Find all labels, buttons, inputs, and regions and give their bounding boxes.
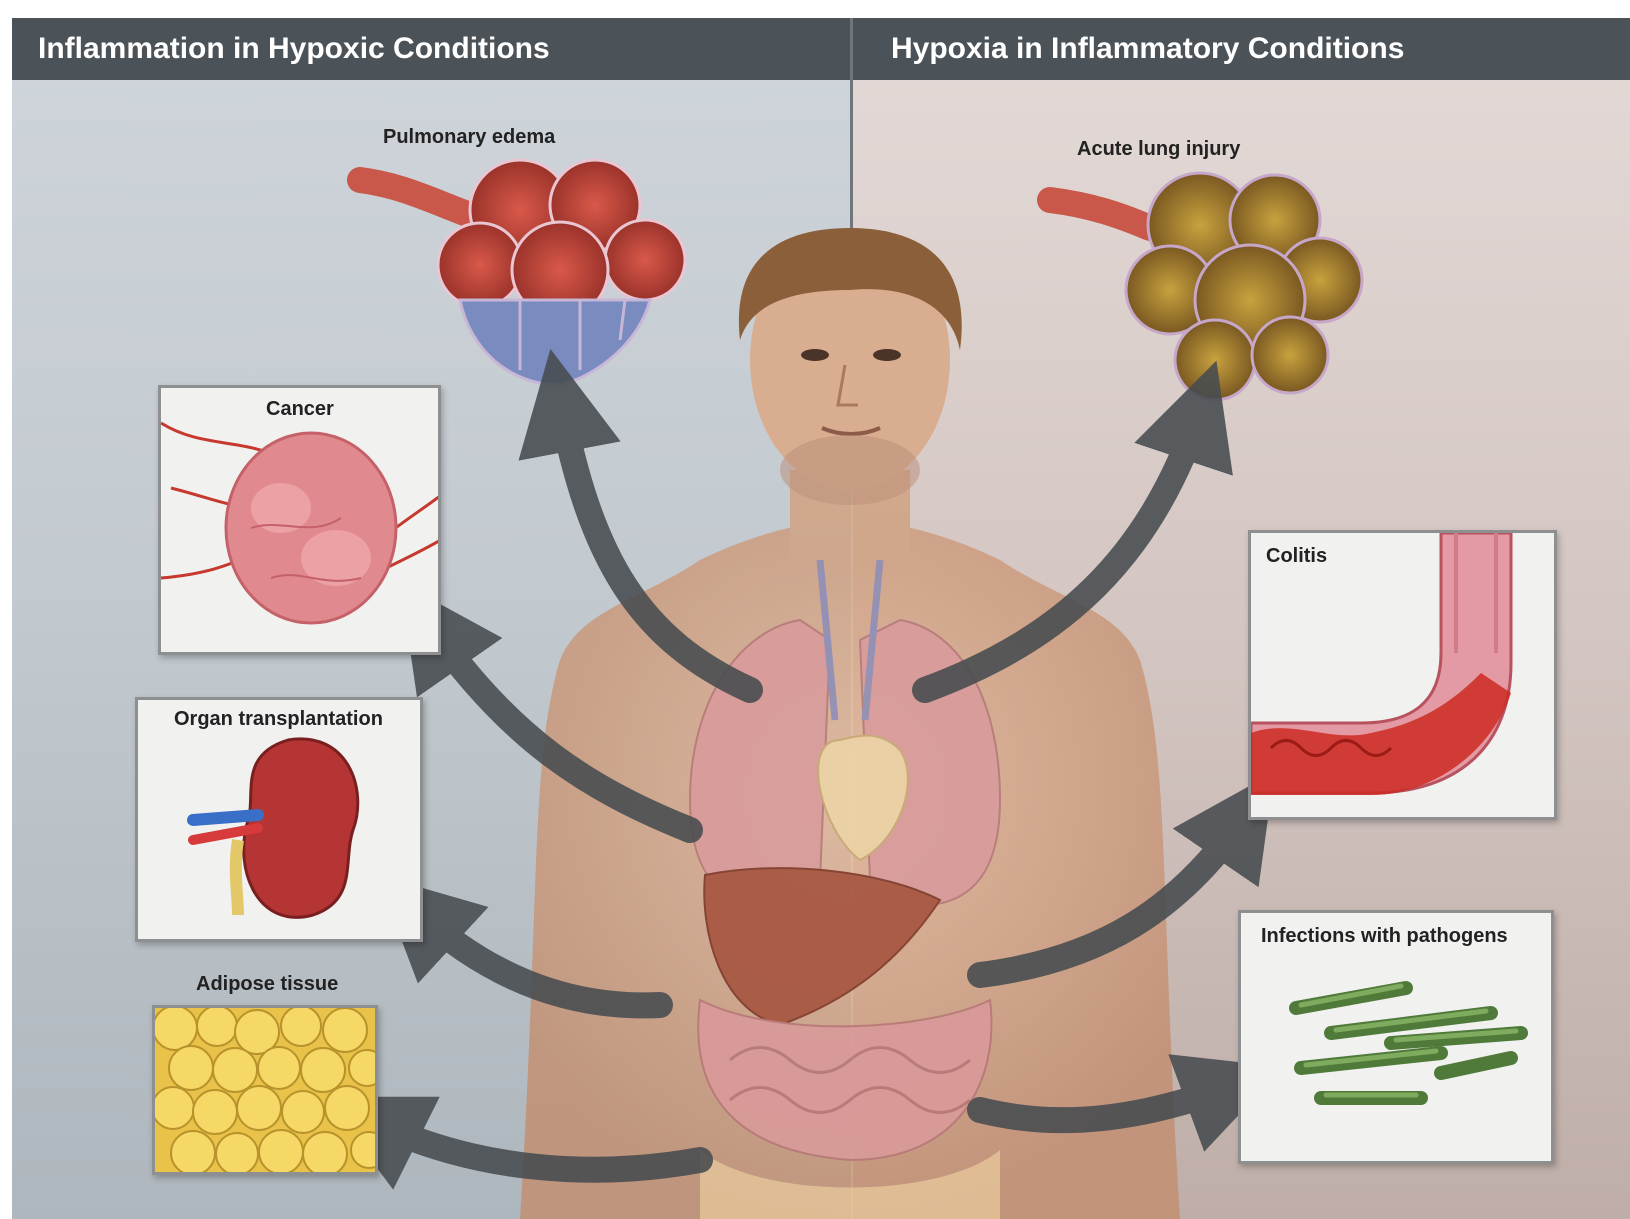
acute-lung-injury-label: Acute lung injury <box>1077 138 1240 161</box>
infections-inset: Infections with pathogens <box>1238 910 1554 1164</box>
adipose-tissue-inset <box>152 1005 378 1175</box>
bacteria-illustration <box>1241 913 1554 1164</box>
colitis-label: Colitis <box>1266 545 1327 568</box>
kidney-illustration <box>138 700 423 942</box>
pulmonary-edema-label: Pulmonary edema <box>383 126 555 149</box>
acute-lung-injury-alveoli <box>1050 173 1362 400</box>
fat-cells-illustration <box>155 1008 378 1175</box>
colon-illustration <box>1251 533 1557 820</box>
adipose-tissue-label: Adipose tissue <box>196 973 338 996</box>
pulmonary-edema-alveoli <box>360 160 685 385</box>
organ-transplantation-inset: Organ transplantation <box>135 697 423 942</box>
cancer-inset: Cancer <box>158 385 441 655</box>
colitis-inset: Colitis <box>1248 530 1557 820</box>
head <box>739 228 962 505</box>
tumor-illustration <box>161 388 441 655</box>
